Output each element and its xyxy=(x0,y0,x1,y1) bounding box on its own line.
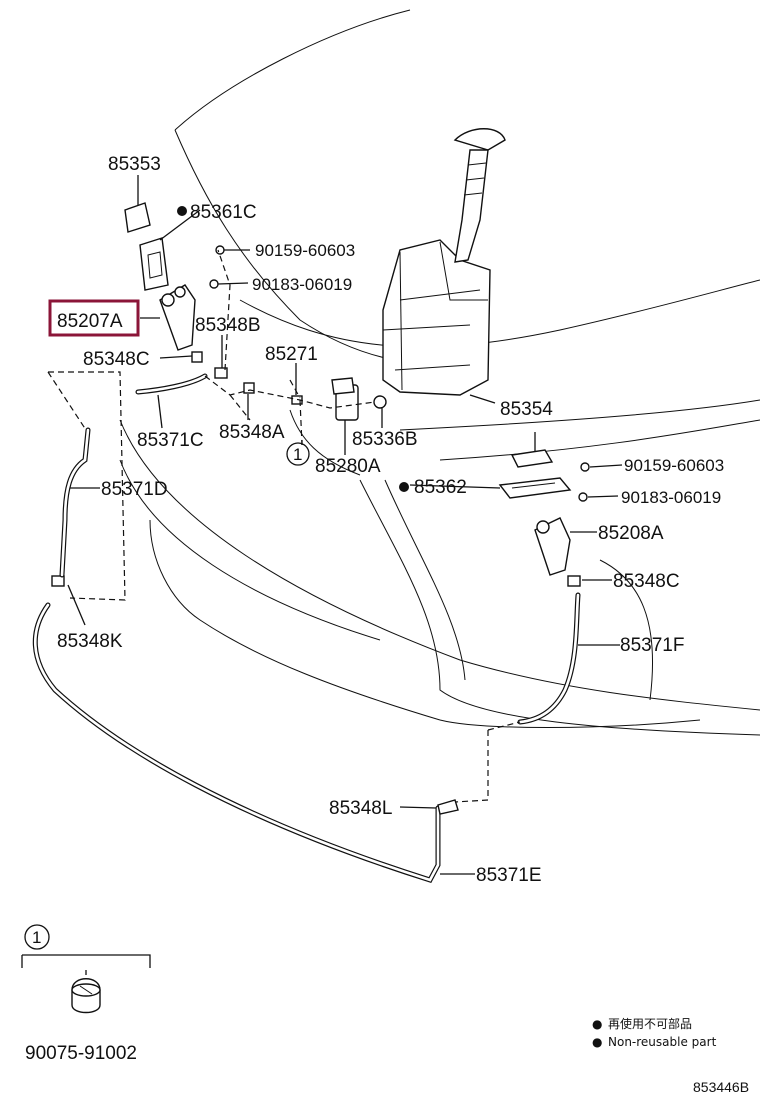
label-90159-a: 90159-60603 xyxy=(255,241,355,260)
label-85348b: 85348B xyxy=(195,315,261,336)
bracket-85361c xyxy=(139,237,169,291)
label-90183-a: 90183-06019 xyxy=(252,275,352,294)
bullet-85362 xyxy=(399,482,409,492)
label-85353: 85353 xyxy=(108,154,161,175)
legend-bullet-en: ● xyxy=(592,1035,602,1049)
label-85348l: 85348L xyxy=(329,798,392,819)
label-90159-b: 90159-60603 xyxy=(624,456,724,475)
callout-legend-number: 1 xyxy=(32,928,41,947)
label-85371d: 85371D xyxy=(101,479,168,500)
label-85354: 85354 xyxy=(500,399,553,420)
callout-1-legend: 1 xyxy=(24,924,50,950)
legend-jp-text: 再使用不可部品 xyxy=(608,1016,692,1031)
filler-neck xyxy=(453,128,506,263)
bracket-85353 xyxy=(124,202,151,233)
label-85371f: 85371F xyxy=(620,635,684,656)
leader-lines xyxy=(21,175,623,975)
cover-85362 xyxy=(498,477,572,499)
dashed-routing xyxy=(47,249,521,803)
nozzle-85207a xyxy=(159,284,196,351)
legend: ● 再使用不可部品 ● Non-reusable part xyxy=(592,1016,717,1049)
legend-en-text: Non-reusable part xyxy=(608,1035,717,1049)
label-85348a: 85348A xyxy=(219,422,285,443)
label-85208a: 85208A xyxy=(598,523,664,544)
nozzle-85208a xyxy=(534,517,571,576)
label-85371c: 85371C xyxy=(137,430,204,451)
bullet-85361c xyxy=(177,206,187,216)
clamp-90075 xyxy=(71,978,101,1014)
label-85348c-left: 85348C xyxy=(83,349,150,370)
pump-85280a xyxy=(331,377,387,421)
label-85361c: 85361C xyxy=(190,202,257,223)
label-85348c-right: 85348C xyxy=(613,571,680,592)
label-85362: 85362 xyxy=(414,477,467,498)
part-labels: 85353 85361C 90159-60603 90183-06019 852… xyxy=(25,154,724,1064)
label-90075: 90075-91002 xyxy=(25,1043,137,1064)
label-85280a: 85280A xyxy=(315,456,381,477)
label-85271: 85271 xyxy=(265,344,318,365)
label-85207a: 85207A xyxy=(57,311,123,332)
hoses xyxy=(32,373,581,884)
car-body-outline xyxy=(119,9,760,736)
label-85371e: 85371E xyxy=(476,865,542,886)
label-85348k: 85348K xyxy=(57,631,123,652)
washer-tank xyxy=(382,239,491,396)
callout-1-diagram: 1 xyxy=(286,442,310,466)
legend-bullet-jp: ● xyxy=(592,1017,602,1031)
label-85336b: 85336B xyxy=(352,429,418,450)
plate-85354 xyxy=(510,449,554,468)
highlight-box xyxy=(48,299,140,337)
label-90183-b: 90183-06019 xyxy=(621,488,721,507)
callout-number: 1 xyxy=(293,445,302,464)
diagram-code: 853446B xyxy=(693,1079,749,1095)
